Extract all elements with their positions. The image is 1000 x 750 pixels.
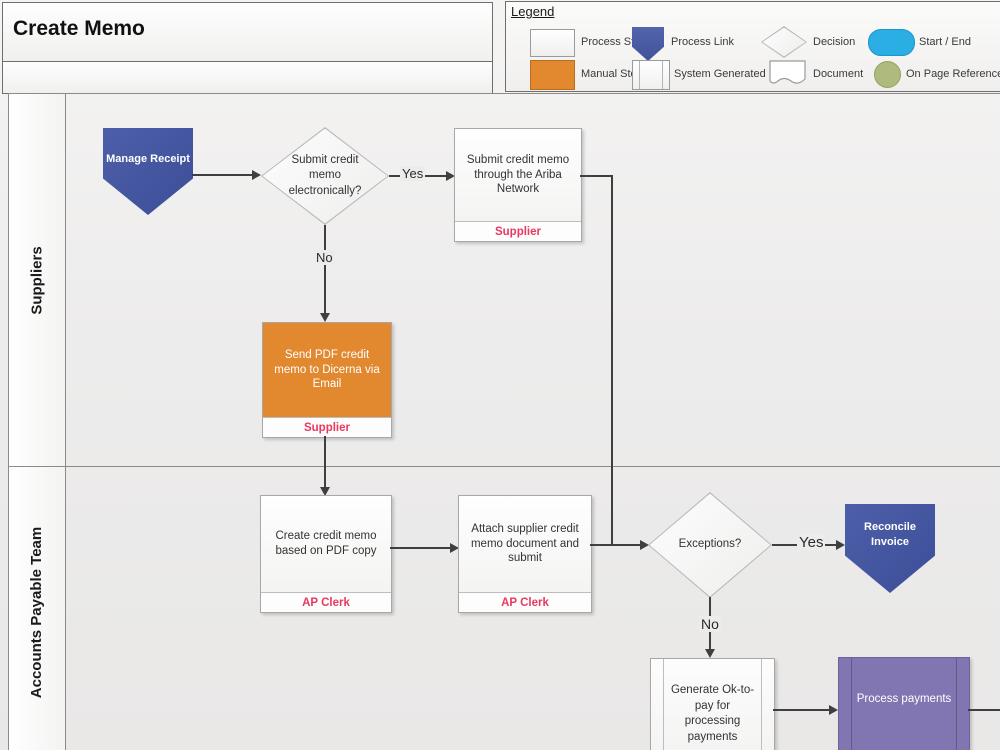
node-label: Submit credit memo electronically? [288, 153, 362, 197]
node-label: Process payments [856, 693, 952, 705]
legend-item-label: Decision [813, 36, 856, 48]
node-role: Supplier [455, 221, 581, 241]
legend-item-label: Process Link [671, 36, 734, 48]
node-role: AP Clerk [459, 592, 591, 612]
arrowhead-icon [829, 705, 838, 715]
connector-line [611, 175, 613, 545]
connector-label-no: No [314, 250, 335, 265]
arrowhead-icon [446, 171, 455, 181]
node-label: Submit credit memo through the Ariba Net… [455, 129, 581, 221]
system-generated-icon [632, 60, 670, 90]
node-process-payments: Process payments [838, 657, 970, 750]
node-label: Create credit memo based on PDF copy [261, 496, 391, 592]
legend-item-label: System Generated [674, 68, 766, 80]
connector-line [773, 709, 829, 711]
lane-header-suppliers: Suppliers [8, 93, 66, 467]
node-create-credit-memo: Create credit memo based on PDF copy AP … [260, 495, 392, 613]
arrowhead-icon [836, 540, 845, 550]
connector-line [324, 225, 326, 313]
connector-line [192, 174, 252, 176]
document-icon [769, 60, 806, 84]
legend-item-label: Document [813, 68, 864, 80]
connector-line [390, 547, 450, 549]
node-generate-ok-to-pay: Generate Ok-to-pay for processing paymen… [650, 658, 775, 750]
connector-line [590, 544, 640, 546]
connector-line [580, 175, 613, 177]
node-role: AP Clerk [261, 592, 391, 612]
page-title: Create Memo [13, 17, 145, 40]
node-label: Attach supplier credit memo document and… [459, 496, 591, 592]
start-end-icon [868, 29, 915, 56]
arrowhead-icon [450, 543, 459, 553]
node-send-pdf-email: Send PDF credit memo to Dicerna via Emai… [262, 322, 392, 438]
node-submit-ariba: Submit credit memo through the Ariba Net… [454, 128, 582, 242]
diagram-subtitle-box [2, 61, 493, 94]
process-link-icon [632, 27, 664, 61]
arrowhead-icon [320, 313, 330, 322]
legend-item-label: Manual Step [581, 68, 643, 80]
process-step-icon [530, 29, 575, 57]
node-label: Manage Receipt [106, 153, 190, 165]
node-label: Send PDF credit memo to Dicerna via Emai… [263, 323, 391, 417]
lane-label: Suppliers [28, 245, 46, 315]
connector-label-yes: Yes [797, 534, 826, 551]
node-label: Generate Ok-to-pay for processing paymen… [670, 684, 755, 743]
decision-icon [761, 26, 807, 58]
arrowhead-icon [320, 487, 330, 496]
node-label: Reconcile Invoice [864, 521, 916, 548]
on-page-reference-icon [874, 61, 901, 88]
legend-item-label: Start / End [919, 36, 971, 48]
lane-label: Accounts Payable Team [28, 526, 46, 698]
lane-header-accounts-payable: Accounts Payable Team [8, 466, 66, 750]
node-attach-supplier-memo: Attach supplier credit memo document and… [458, 495, 592, 613]
arrowhead-icon [705, 649, 715, 658]
legend-heading: Legend [511, 4, 555, 19]
legend: Legend Process Step Process Link Decisio… [505, 1, 1000, 92]
manual-step-icon [530, 60, 575, 90]
connector-label-yes: Yes [400, 166, 426, 181]
connector-line [968, 709, 1000, 711]
connector-line [324, 436, 326, 487]
arrowhead-icon [640, 540, 649, 550]
node-role: Supplier [263, 417, 391, 437]
node-label: Exceptions? [678, 538, 742, 551]
arrowhead-icon [252, 170, 261, 180]
connector-label-no: No [699, 616, 721, 632]
legend-item-label: On Page Reference [906, 68, 1000, 80]
legend-item-label: Process Step [581, 36, 647, 48]
diagram-title-box: Create Memo [2, 2, 493, 62]
